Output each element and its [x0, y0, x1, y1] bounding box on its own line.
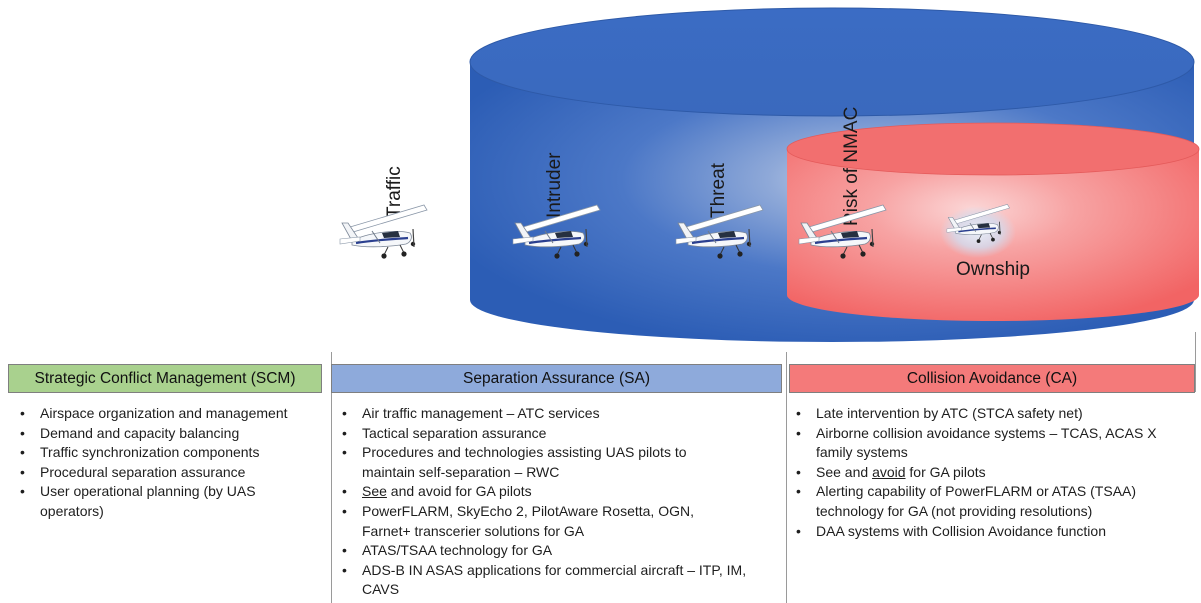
- list-item: DAA systems with Collision Avoidance fun…: [790, 522, 1195, 542]
- zone-label-risk-of-nmac: Risk of NMAC: [841, 107, 862, 226]
- ca-list: Late intervention by ATC (STCA safety ne…: [790, 404, 1195, 541]
- list-item: Demand and capacity balancing: [14, 424, 326, 444]
- sa-header: Separation Assurance (SA): [331, 364, 782, 393]
- ca-header: Collision Avoidance (CA): [789, 364, 1195, 393]
- sa-title: Separation Assurance (SA): [463, 369, 650, 387]
- zone-label-traffic: Traffic: [384, 166, 405, 218]
- list-item: Procedural separation assurance: [14, 463, 326, 483]
- list-item: Procedures and technologies assisting UA…: [336, 443, 742, 482]
- list-item: See and avoid for GA pilots: [336, 482, 776, 502]
- list-item: PowerFLARM, SkyEcho 2, PilotAware Rosett…: [336, 502, 742, 541]
- list-item: User operational planning (by UAS operat…: [14, 482, 312, 521]
- list-item: ATAS/TSAA technology for GA: [336, 541, 776, 561]
- list-item: ADS-B IN ASAS applications for commercia…: [336, 561, 772, 600]
- scm-list: Airspace organization and management Dem…: [14, 404, 326, 522]
- scm-title: Strategic Conflict Management (SCM): [34, 369, 296, 387]
- sa-list: Air traffic management – ATC services Ta…: [336, 404, 776, 603]
- list-item: Air traffic management – ATC services: [336, 404, 776, 424]
- list-item: See and avoid for GA pilots: [790, 463, 1195, 483]
- column-divider: [1195, 332, 1196, 392]
- zone-label-intruder: Intruder: [544, 152, 565, 218]
- list-item: Airborne collision avoidance systems – T…: [790, 424, 1196, 463]
- list-item: Tactical separation assurance: [336, 424, 776, 444]
- list-item: Alerting capability of PowerFLARM or ATA…: [790, 482, 1196, 521]
- ownship-label: Ownship: [956, 259, 1030, 280]
- scm-header: Strategic Conflict Management (SCM): [8, 364, 322, 393]
- column-divider: [331, 352, 332, 603]
- list-item: Late intervention by ATC (STCA safety ne…: [790, 404, 1195, 424]
- zone-label-threat: Threat: [708, 162, 729, 218]
- column-divider: [786, 352, 787, 603]
- ca-title: Collision Avoidance (CA): [906, 369, 1078, 387]
- list-item: Traffic synchronization components: [14, 443, 326, 463]
- list-item: Airspace organization and management: [14, 404, 326, 424]
